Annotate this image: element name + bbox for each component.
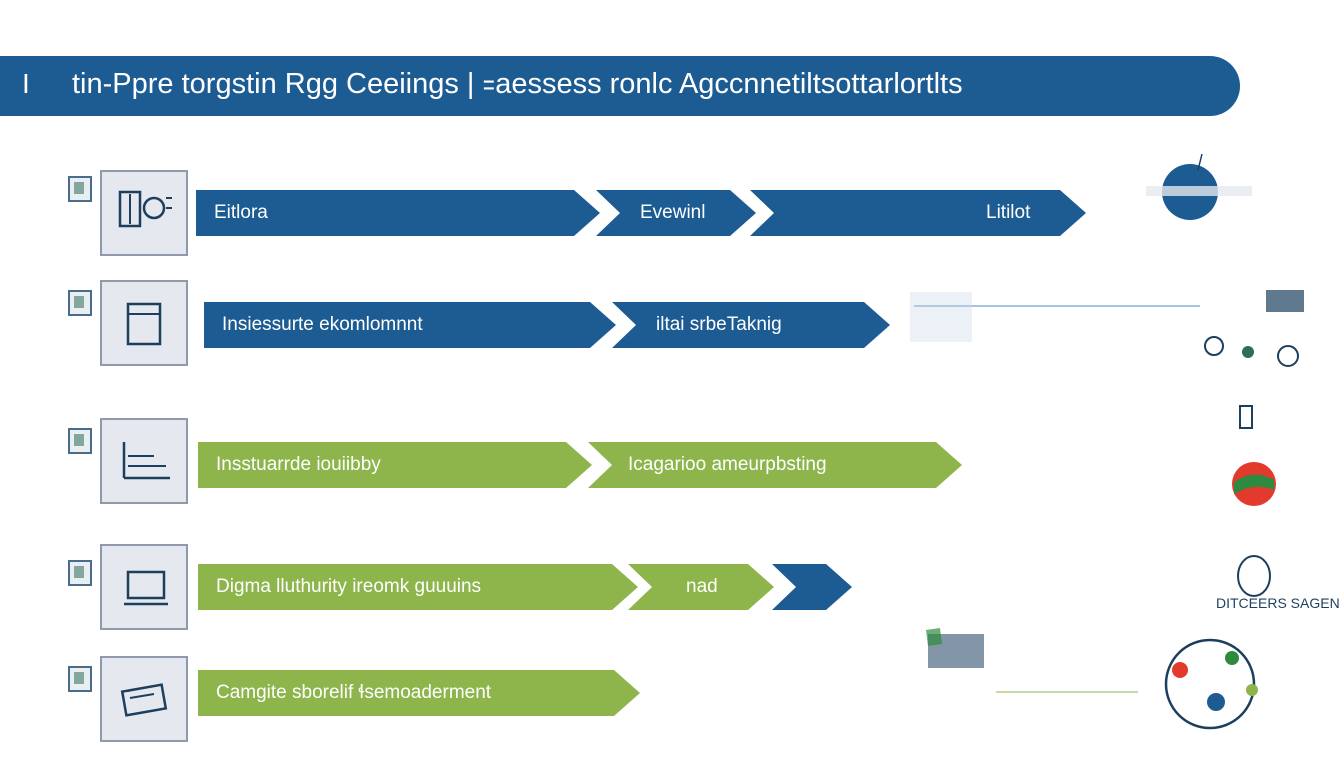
stage-label: nad — [686, 576, 718, 597]
stage-label: Insiessurte ekomlomnnt — [222, 314, 423, 335]
stage-arrow-4-1: Digma lluthurity ireomk guuuins — [198, 564, 638, 610]
small-document-icon — [68, 428, 92, 454]
stage-arrow-3-1: Insstuarrde iouiibby — [198, 442, 592, 488]
document-icon — [100, 170, 188, 256]
hexagon-icon — [926, 628, 984, 668]
small-document-icon — [68, 666, 92, 692]
stage-label: Icagarioo ameurpbsting — [628, 454, 827, 475]
folder-icon — [100, 280, 188, 366]
globe-network-icon — [1164, 638, 1258, 730]
side-label: DITCEERS SAGEN — [1216, 595, 1340, 611]
connector-line — [910, 292, 1200, 342]
apple-icon — [1232, 462, 1276, 597]
card-icon — [100, 656, 188, 742]
stage-label: Camgite sborelif ɬsemoaderment — [216, 682, 492, 703]
globe-icon — [1146, 153, 1252, 220]
small-document-icon — [68, 290, 92, 316]
stage-label: Evewinl — [640, 202, 706, 223]
banner-title: tin-Ppre torgstin Rgg Ceeiings | ꞊aesses… — [72, 68, 963, 100]
stage-arrow-2-2: iltai srbeTaknig — [612, 302, 890, 348]
stage-label: Digma lluthurity ireomk guuuins — [216, 576, 482, 597]
stage-arrow-4-3 — [772, 564, 852, 610]
small-document-icon — [68, 560, 92, 586]
stage-label: Eitlora — [214, 202, 268, 223]
laptop-icon — [100, 544, 188, 630]
stage-arrow-3-2: Icagarioo ameurpbsting — [588, 442, 962, 488]
stage-arrow-2-1: Insiessurte ekomlomnnt — [204, 302, 616, 348]
people-icons — [1204, 290, 1304, 429]
stage-label: Insstuarrde iouiibby — [216, 454, 381, 475]
illustration-cluster: DITCEERS SAGEN — [910, 153, 1340, 730]
title-banner: I tin-Ppre torgstin Rgg Ceeiings | ꞊aess… — [0, 56, 1240, 116]
stage-label: Litilot — [986, 202, 1031, 223]
small-document-icon — [68, 176, 92, 202]
stage-arrow-5-1: Camgite sborelif ɬsemoaderment — [198, 670, 640, 716]
stage-arrow-4-2: nad — [628, 564, 774, 610]
chart-icon — [100, 418, 188, 504]
banner-mark: I — [22, 68, 30, 99]
stage-label: iltai srbeTaknig — [656, 314, 782, 335]
stage-arrow-1-2: Evewinl — [596, 190, 756, 236]
stage-arrow-1-1: Eitlora — [196, 190, 600, 236]
stage-arrow-1-3: Litilot — [750, 190, 1086, 236]
